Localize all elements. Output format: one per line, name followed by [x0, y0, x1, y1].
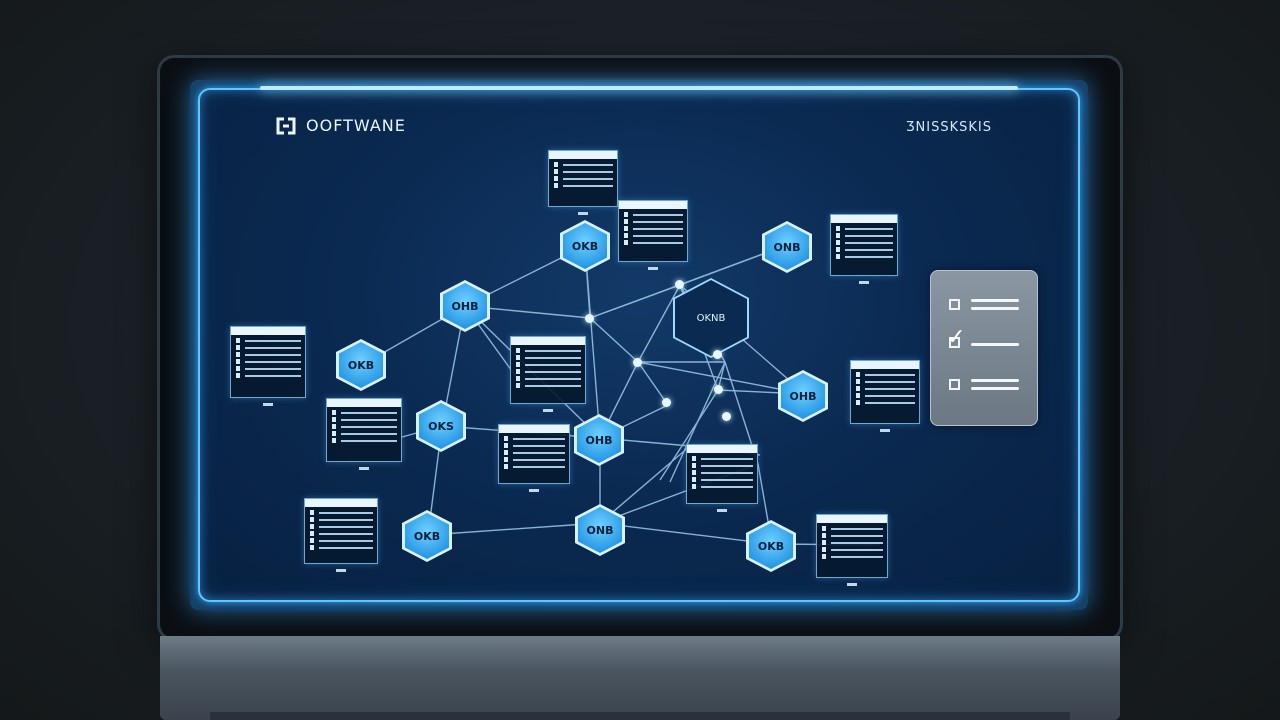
graph-junction	[633, 358, 642, 367]
graph-node[interactable]: OKB	[560, 220, 610, 272]
monitor-stand-base	[210, 712, 1070, 720]
app-screen: OOFTWANE ƷNISSKSKIS	[190, 80, 1088, 610]
graph-node[interactable]: OHB	[440, 280, 490, 332]
graph-node-label: OKB	[405, 513, 449, 559]
graph-node[interactable]: OKB	[402, 510, 452, 562]
brand-logo-icon	[274, 117, 298, 135]
info-panel[interactable]	[816, 514, 888, 586]
graph-node-label: ONB	[578, 507, 622, 553]
graph-node[interactable]: OHB	[778, 370, 828, 422]
info-panel[interactable]	[326, 398, 402, 470]
info-panel[interactable]	[230, 326, 306, 406]
graph-junction	[714, 385, 723, 394]
graph-junction	[585, 314, 594, 323]
graph-junction	[722, 412, 731, 421]
top-right-label: ƷNISSKSKIS	[905, 120, 992, 135]
info-panel[interactable]	[510, 336, 586, 412]
graph-node[interactable]: OKB	[336, 339, 386, 391]
graph-node[interactable]: ONB	[762, 221, 812, 273]
check-mark-icon: ✓	[947, 325, 966, 350]
screen-frame-highlight	[260, 86, 1018, 90]
checklist-card[interactable]: ✓	[930, 270, 1038, 426]
info-panel[interactable]	[686, 444, 758, 512]
graph-node[interactable]: ONB	[575, 504, 625, 556]
info-panel[interactable]	[830, 214, 898, 284]
graph-junction	[713, 350, 722, 359]
info-panel[interactable]	[548, 150, 618, 215]
graph-junction	[675, 280, 684, 289]
checkbox-icon[interactable]	[949, 379, 960, 390]
checkbox-icon[interactable]	[949, 299, 960, 310]
graph-node[interactable]: OHB	[574, 414, 624, 466]
graph-node[interactable]: OKS	[416, 400, 466, 452]
info-panel[interactable]	[498, 424, 570, 492]
brand-name: OOFTWANE	[306, 116, 406, 135]
info-panel[interactable]	[304, 498, 378, 572]
graph-node-label: OKB	[749, 523, 793, 569]
info-panel[interactable]	[850, 360, 920, 432]
brand-logo[interactable]: OOFTWANE	[274, 116, 406, 135]
graph-junction	[662, 398, 671, 407]
center-node[interactable]: OKNB	[673, 278, 749, 358]
info-panel[interactable]	[618, 200, 688, 270]
checkbox-checked-icon[interactable]	[949, 337, 960, 348]
graph-node[interactable]: OKB	[746, 520, 796, 572]
monitor-stand	[160, 636, 1120, 720]
